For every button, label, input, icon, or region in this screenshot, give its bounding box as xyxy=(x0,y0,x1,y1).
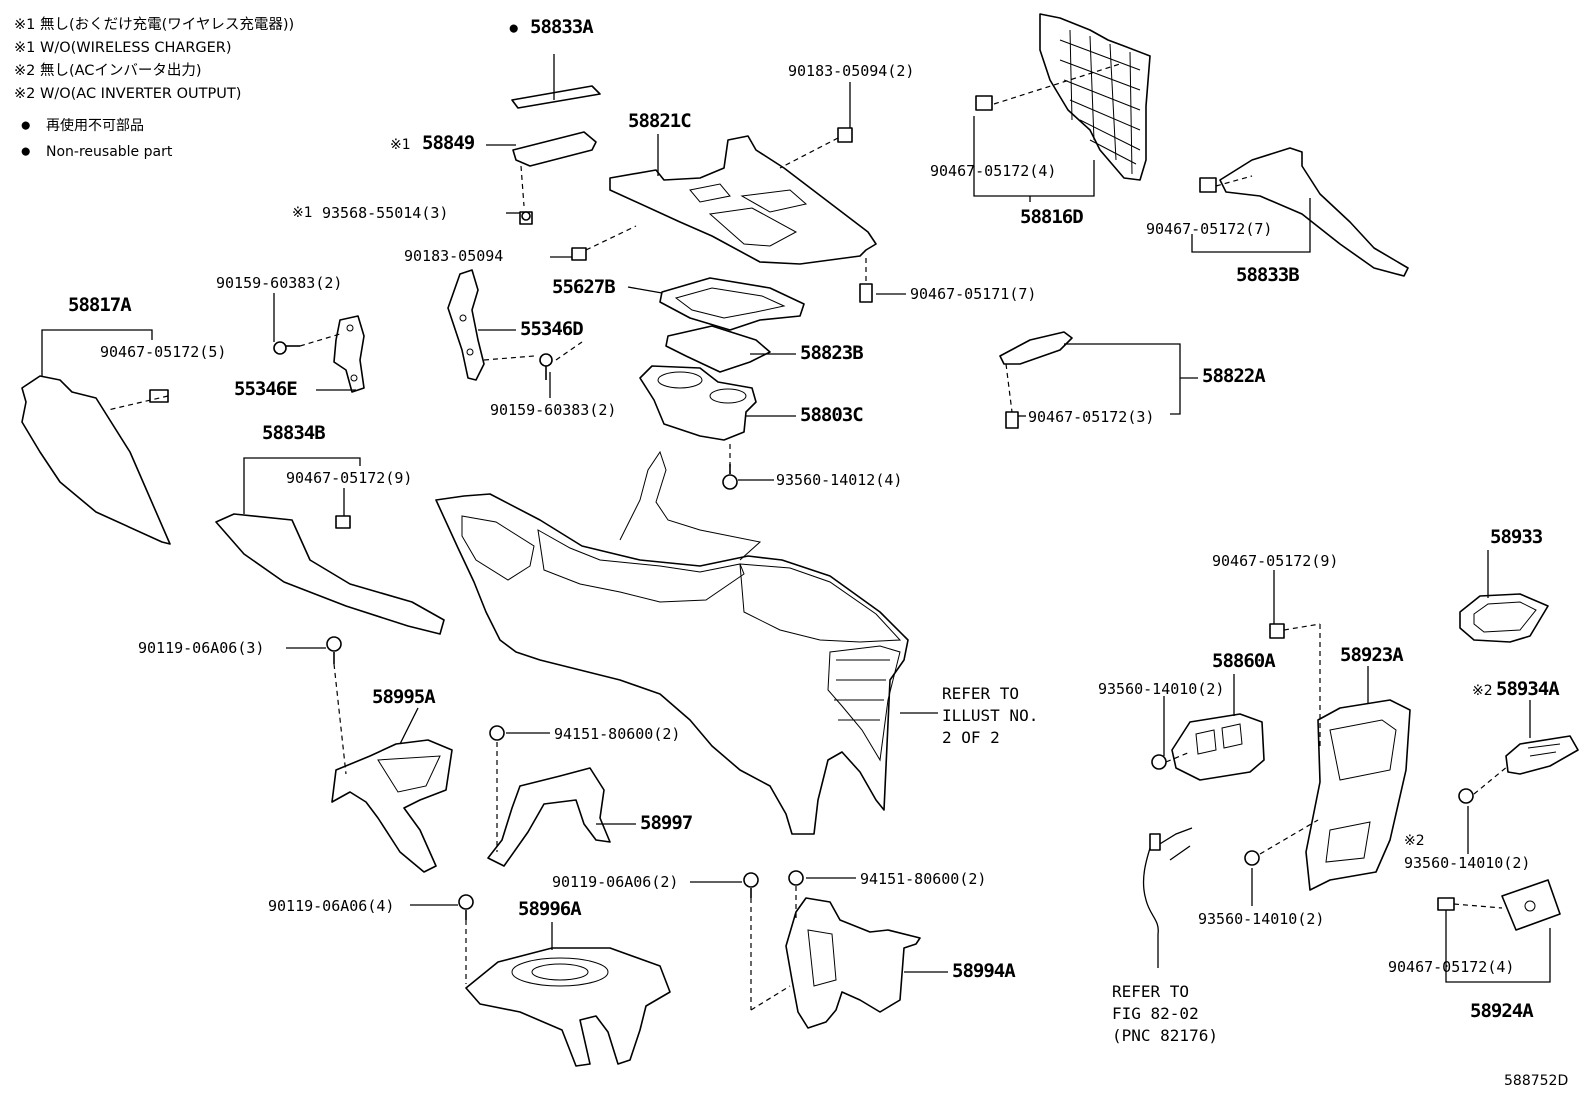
label-58849: 58849 xyxy=(422,132,475,154)
part-58849-cover xyxy=(512,131,597,167)
refer-fig-line3: (PNC 82176) xyxy=(1112,1026,1218,1045)
label-93560-14010-2-right: 93560-14010(2) xyxy=(1404,854,1531,872)
label-94151-80600-2-right: 94151-80600(2) xyxy=(860,870,987,888)
label-90119-06A06-2: 90119-06A06(2) xyxy=(552,873,679,891)
note-2-en: ※2 W/O(AC INVERTER OUTPUT) xyxy=(14,86,242,102)
label-55346D: 55346D xyxy=(520,318,584,340)
label-90119-06A06-4: 90119-06A06(4) xyxy=(268,897,395,915)
label-58860A: 58860A xyxy=(1212,650,1276,672)
part-58933-bezel xyxy=(1459,593,1549,643)
label-90467-05172-7: 90467-05172(7) xyxy=(1146,220,1273,238)
label-93560-14010-2-bottom: 93560-14010(2) xyxy=(1198,910,1325,928)
label-58934A: 58934A xyxy=(1496,678,1560,700)
label-90467-05172-5: 90467-05172(5) xyxy=(100,343,227,361)
part-58816D-side-panel xyxy=(1039,13,1151,181)
label-90467-05172-9-right: 90467-05172(9) xyxy=(1212,552,1339,570)
part-55627B-gasket xyxy=(659,277,805,331)
note-1-mark: ※1 xyxy=(292,205,313,221)
part-55346E-bracket xyxy=(333,315,365,393)
label-90183-05094-2: 90183-05094(2) xyxy=(788,62,915,80)
label-58822A: 58822A xyxy=(1202,365,1266,387)
part-58923A-lower-panel xyxy=(1305,699,1411,891)
label-55627B: 55627B xyxy=(552,276,616,298)
bullet-icon: ● xyxy=(508,18,520,39)
part-58833B-strip xyxy=(1219,147,1409,277)
label-90159-60383-2-center: 90159-60383(2) xyxy=(490,401,617,419)
assembly-lines xyxy=(107,63,1509,1011)
part-58924A-cover xyxy=(1501,879,1561,931)
part-58803C-cup-holder xyxy=(639,365,757,441)
label-93568-55014: 93568-55014(3) xyxy=(322,204,449,222)
part-58834B-side-trim xyxy=(215,513,445,635)
part-58860A-switch-panel xyxy=(1171,713,1265,781)
note-1-mark: ※1 xyxy=(390,137,411,153)
refer-fig-line2: FIG 82-02 xyxy=(1112,1004,1199,1023)
part-58995A-bracket xyxy=(331,739,453,873)
label-58833A: 58833A xyxy=(530,16,594,38)
refer-fig-line1: REFER TO xyxy=(1112,982,1190,1001)
label-58803C: 58803C xyxy=(800,404,864,426)
part-55346D-bracket xyxy=(447,269,485,381)
part-58996A-tray xyxy=(465,947,671,1067)
note-1-en: ※1 W/O(WIRELESS CHARGER) xyxy=(14,40,232,56)
bullet-icon: ● xyxy=(20,141,32,162)
label-90467-05172-9-left: 90467-05172(9) xyxy=(286,469,413,487)
note-2-mark: ※2 xyxy=(1472,683,1493,699)
label-58816D: 58816D xyxy=(1020,206,1084,228)
label-93560-14012-4: 93560-14012(4) xyxy=(776,471,903,489)
part-58833A-sheet xyxy=(511,85,601,109)
fasteners xyxy=(149,95,1474,920)
label-58821C: 58821C xyxy=(628,110,692,132)
refer-illust-line1: REFER TO xyxy=(942,684,1020,703)
label-58996A: 58996A xyxy=(518,898,582,920)
label-58933: 58933 xyxy=(1490,526,1543,548)
refer-illust-line2: ILLUST NO. xyxy=(942,706,1039,725)
figure-id: 588752D xyxy=(1504,1073,1569,1089)
part-58821C-upper-panel xyxy=(609,135,877,265)
label-90159-60383-2-left: 90159-60383(2) xyxy=(216,274,343,292)
legend-jp: 再使用不可部品 xyxy=(46,118,144,134)
label-58834B: 58834B xyxy=(262,422,326,444)
label-90467-05172-4-top: 90467-05172(4) xyxy=(930,162,1057,180)
bullet-icon: ● xyxy=(20,115,32,136)
label-58995A: 58995A xyxy=(372,686,436,708)
label-90119-06A06-3: 90119-06A06(3) xyxy=(138,639,265,657)
console-box-main xyxy=(435,450,909,835)
wire-harness xyxy=(1142,827,1193,935)
legend-en: Non-reusable part xyxy=(46,144,173,160)
label-58997: 58997 xyxy=(640,812,693,834)
part-58822A-trim xyxy=(999,331,1073,365)
label-58817A: 58817A xyxy=(68,294,132,316)
part-58817A-side-panel xyxy=(21,375,171,545)
label-58923A: 58923A xyxy=(1340,644,1404,666)
label-58833B: 58833B xyxy=(1236,264,1300,286)
part-58934A-outlet xyxy=(1505,735,1579,775)
part-58994A-bracket xyxy=(785,897,921,1029)
part-58823B-mat xyxy=(665,325,771,373)
leader-lines xyxy=(41,54,1551,983)
label-90183-05094: 90183-05094 xyxy=(404,247,504,265)
label-58823B: 58823B xyxy=(800,342,864,364)
label-90467-05172-4-bottom: 90467-05172(4) xyxy=(1388,958,1515,976)
part-58997-bracket xyxy=(487,767,611,867)
refer-illust-line3: 2 OF 2 xyxy=(942,728,1000,747)
label-58924A: 58924A xyxy=(1470,1000,1534,1022)
label-90467-05172-3: 90467-05172(3) xyxy=(1028,408,1155,426)
label-55346E: 55346E xyxy=(234,378,298,400)
label-90467-05171-7: 90467-05171(7) xyxy=(910,285,1037,303)
label-58994A: 58994A xyxy=(952,960,1016,982)
note-2-jp: ※2 無し(ACインバータ出力) xyxy=(14,63,202,79)
note-1-jp: ※1 無し(おくだけ充電(ワイヤレス充電器)) xyxy=(14,17,295,33)
label-93560-14010-2-left: 93560-14010(2) xyxy=(1098,680,1225,698)
label-94151-80600-2-left: 94151-80600(2) xyxy=(554,725,681,743)
note-2-mark: ※2 xyxy=(1404,833,1425,849)
